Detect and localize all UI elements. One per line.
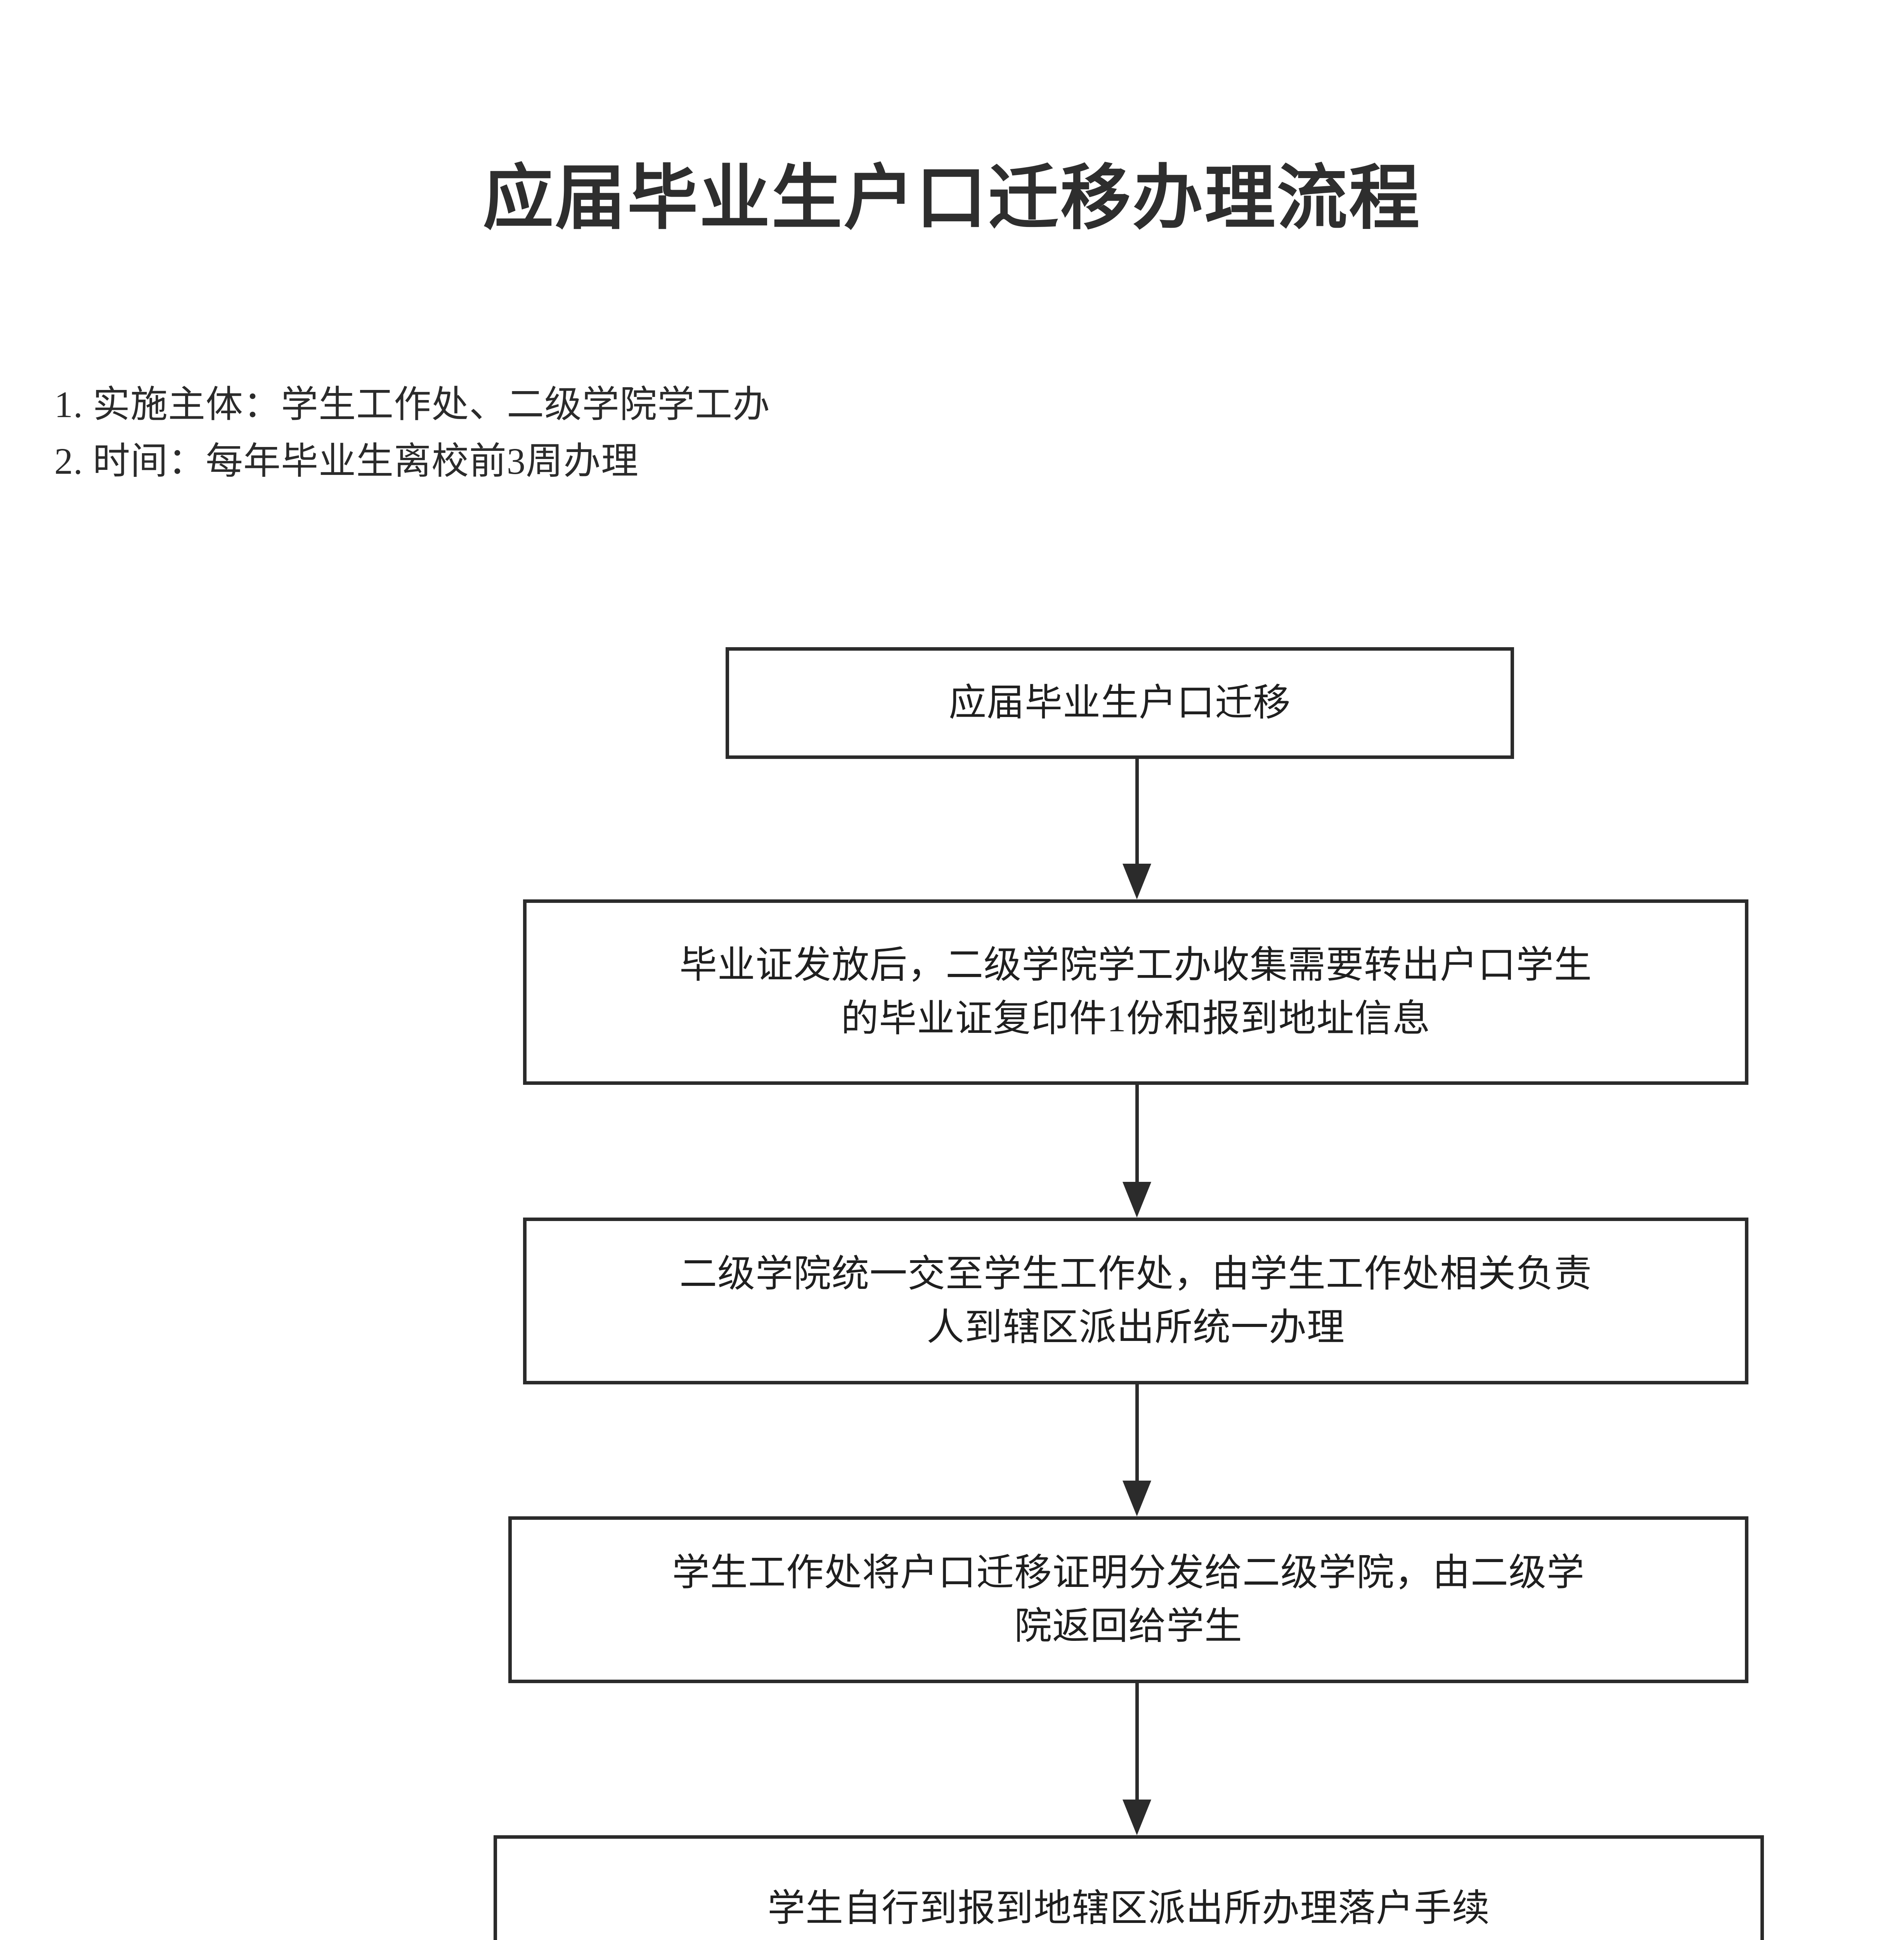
page-title: 应届毕业生户口迁移办理流程	[483, 156, 1421, 239]
flow-node-step4[interactable]: 学生自行到报到地辖区派出所办理落户手续	[494, 1835, 1764, 1940]
arrow-head-icon	[1123, 1800, 1151, 1835]
arrow-shaft	[1135, 759, 1139, 864]
note-line-subject: 1. 实施主体：学生工作处、二级学院学工办	[54, 384, 770, 425]
flow-node-step1[interactable]: 毕业证发放后，二级学院学工办收集需要转出户口学生 的毕业证复印件1份和报到地址信…	[523, 899, 1748, 1085]
note-line-timing: 2. 时间：每年毕业生离校前3周办理	[54, 440, 639, 482]
arrow-shaft	[1135, 1085, 1139, 1183]
arrow-head-icon	[1123, 864, 1151, 899]
flow-node-start-label: 应届毕业生户口迁移	[949, 682, 1291, 724]
flow-node-step3-label: 学生工作处将户口迁移证明分发给二级学院，由二级学 院返回给学生	[672, 1552, 1585, 1647]
intro-notes: 1. 实施主体：学生工作处、二级学院学工办 2. 时间：每年毕业生离校前3周办理	[54, 376, 770, 490]
flow-node-step4-label: 学生自行到报到地辖区派出所办理落户手续	[767, 1888, 1490, 1930]
arrow-shaft	[1135, 1683, 1139, 1800]
flow-node-step2-label: 二级学院统一交至学生工作处，由学生工作处相关负责 人到辖区派出所统一办理	[679, 1253, 1592, 1348]
flow-node-step1-label: 毕业证发放后，二级学院学工办收集需要转出户口学生 的毕业证复印件1份和报到地址信…	[679, 944, 1592, 1039]
flow-arrow-step3-to-step4	[1123, 1683, 1151, 1835]
flow-arrow-start-to-step1	[1123, 759, 1151, 899]
arrow-head-icon	[1123, 1481, 1151, 1516]
flow-node-step2[interactable]: 二级学院统一交至学生工作处，由学生工作处相关负责 人到辖区派出所统一办理	[523, 1218, 1748, 1384]
arrow-head-icon	[1123, 1182, 1151, 1218]
flow-arrow-step2-to-step3	[1123, 1384, 1151, 1516]
arrow-shaft	[1135, 1384, 1139, 1481]
flow-node-step3[interactable]: 学生工作处将户口迁移证明分发给二级学院，由二级学 院返回给学生	[508, 1516, 1748, 1683]
flow-node-start[interactable]: 应届毕业生户口迁移	[726, 647, 1514, 759]
flow-arrow-step1-to-step2	[1123, 1085, 1151, 1218]
